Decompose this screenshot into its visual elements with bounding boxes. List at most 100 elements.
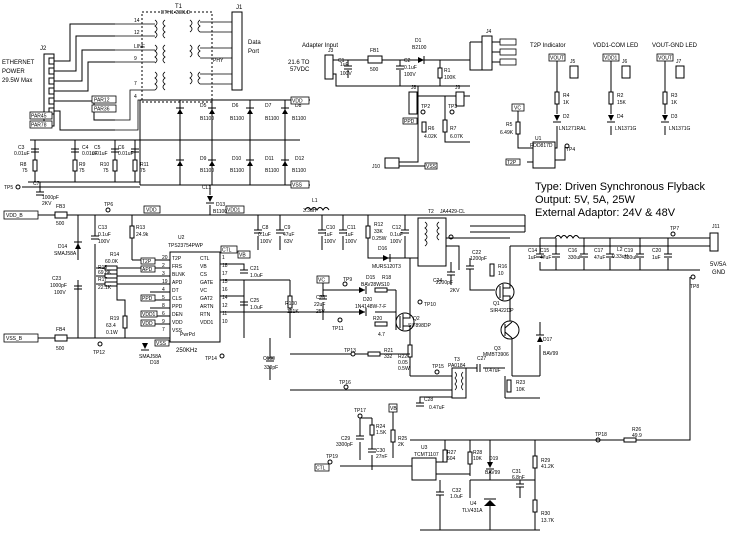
svg-text:12: 12	[134, 30, 140, 36]
r1-ref: R1	[444, 68, 451, 74]
c21-ref: C21	[250, 266, 259, 272]
led-indicators: T2P Indicator VDD1-COM LED VOUT-GND LED …	[500, 43, 698, 169]
u2-left-pins: T2P20FRS2BLNK3APD19DT4CLS5PPD8DEN6VDD9VS…	[162, 255, 186, 334]
d6-ref: D6	[232, 103, 239, 109]
d12-ref: D12	[295, 156, 304, 162]
design-output-note: Output: 5V, 5A, 25W	[535, 194, 635, 206]
adapter-input: Adapter Input 21.6 TO 57VDC J3 J4 C1 1uF…	[288, 29, 517, 170]
vout-gnd-led-label: VOUT-GND LED	[652, 43, 698, 49]
u2-pin-vc: VC	[200, 288, 207, 294]
c1-rating: 100V	[340, 71, 352, 77]
design-type-note: Type: Driven Synchronous Flyback	[535, 181, 705, 193]
r17-value: 22.1K	[98, 285, 112, 291]
vout-flag-1: VOUT	[550, 56, 564, 62]
d8-value: B1100	[292, 116, 306, 122]
c3-value: 0.01uF	[14, 151, 30, 157]
r26-ref: R26	[632, 427, 641, 433]
t2p-indicator-label: T2P Indicator	[530, 43, 566, 49]
u2-pin-t2p: T2P	[172, 256, 182, 262]
u3-ref: U3	[421, 445, 428, 451]
c30-ref: C30	[376, 448, 385, 454]
r19-value: 63.4	[106, 323, 116, 329]
j6-ref: J6	[622, 59, 628, 65]
c29-ref: C29	[341, 436, 350, 442]
j5-ref: J5	[570, 59, 576, 65]
r20-value: 4.7	[378, 332, 385, 338]
r3-value: 1K	[671, 100, 678, 106]
u2-part: TPS23754PWP	[168, 243, 204, 249]
r100-ref: R100	[285, 301, 297, 307]
c32-value: 1.0uF	[450, 494, 463, 500]
c15-value: 47uF	[540, 255, 551, 261]
c28-value: 0.47uF	[429, 405, 445, 411]
fb4-value: 500	[56, 346, 65, 352]
d10-value: B1100	[230, 168, 244, 174]
r28-ref: R28	[473, 450, 482, 456]
c11-value: 1uF	[345, 232, 354, 238]
d4-ref: D4	[617, 114, 624, 120]
connector-j1: J1 Data Port	[231, 5, 261, 91]
c12-value: 0.1uF	[390, 232, 403, 238]
c19-value: 330uF	[624, 255, 638, 261]
fb1-ref: FB1	[370, 48, 379, 54]
r30-ref: R30	[541, 511, 550, 517]
c17-value: 47uF	[594, 255, 605, 261]
vss-b-flag: VSS_B	[6, 336, 23, 342]
tp9-label: TP9	[343, 277, 352, 283]
c1-ref: C1	[338, 58, 345, 64]
svg-text:9: 9	[134, 56, 137, 62]
u2-pin-number: 4	[162, 287, 165, 293]
q2-ref: Q2	[413, 316, 420, 322]
u1-ref: U1	[535, 136, 542, 142]
c9-value: 47uF	[283, 232, 294, 238]
t2-value: JA4429-CL	[440, 209, 465, 215]
c13-rating: 100V	[98, 239, 110, 245]
svg-text:4: 4	[134, 94, 137, 100]
t1-label: T1	[175, 4, 183, 10]
fb3-value: 500	[56, 221, 65, 227]
d12-value: B1100	[292, 168, 306, 174]
u2-pin-number: 11	[222, 311, 227, 317]
d13-value: B1100	[213, 209, 227, 215]
r26-value: 49.9	[632, 433, 642, 439]
c12-rating: 100V	[390, 239, 402, 245]
c11-ref: C11	[347, 225, 356, 231]
d14-value: SMAJ58A	[54, 251, 77, 257]
u2-pin-number: 15	[222, 279, 228, 285]
svg-text:7: 7	[134, 81, 137, 87]
u2-pin-number: 10	[222, 319, 228, 325]
r23-value: 10K	[516, 387, 526, 393]
d19-ref: D19	[489, 456, 498, 462]
c24-rating: 2KV	[450, 288, 460, 294]
c26-ref: C26	[316, 295, 325, 301]
r20-ref: R20	[373, 316, 382, 322]
r16-value: 10	[498, 271, 504, 277]
d15-value: BAV28WS	[361, 282, 385, 288]
d15-ref: D15	[366, 275, 375, 281]
j9-ref: J9	[455, 85, 461, 91]
vss-flag-bridge: VSS	[292, 183, 303, 189]
r13-ref: R13	[136, 225, 145, 231]
c2-value: 0.1uF	[404, 65, 417, 71]
tp10-label: TP10	[424, 302, 436, 308]
par12-flag: PAR12	[94, 98, 110, 104]
u2-pin-number: 2	[162, 263, 165, 269]
u2-pin-number: 7	[162, 327, 165, 333]
r27-value: 604	[447, 456, 456, 462]
output-capacitor-symbol	[636, 238, 644, 270]
u2-pin-number: 17	[222, 271, 228, 277]
d7-value: B1100	[265, 116, 279, 122]
d2-value: LN1271RAL	[559, 126, 586, 132]
r9-value: 75	[79, 168, 85, 174]
tp4-label: TP4	[566, 147, 575, 153]
r4-ref: R4	[563, 93, 570, 99]
c7-ref: C7	[33, 181, 40, 187]
d3-ref: D3	[671, 114, 678, 120]
r3-ref: R3	[671, 93, 678, 99]
d10-ref: D10	[232, 156, 241, 162]
par-flags: PAR12 PAR36 PAR45 PAR78	[29, 95, 117, 129]
tp19-label: TP19	[326, 454, 338, 460]
c29-value: 3300pF	[336, 442, 353, 448]
r1-value: 100K	[444, 75, 456, 81]
